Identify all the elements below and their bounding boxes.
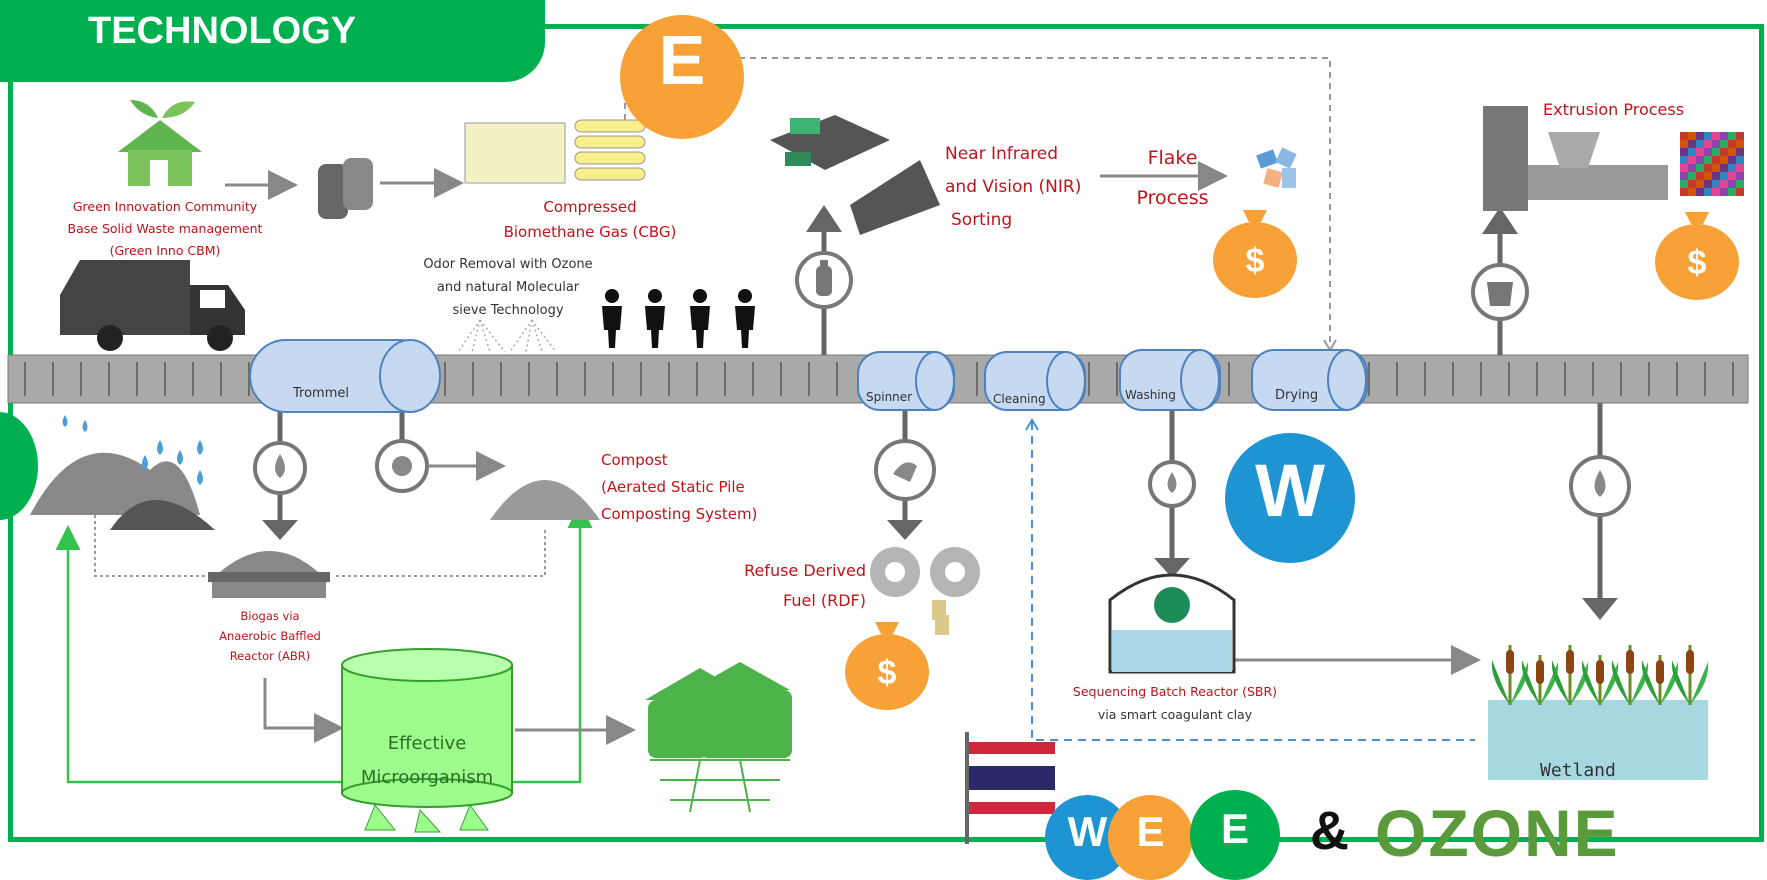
logo-ozone: OZONE: [1375, 796, 1620, 870]
barrels-icon: [318, 158, 373, 219]
droplet-circle-icon-1: [253, 441, 307, 495]
washing-drum: [1119, 349, 1221, 411]
trommel-drum: [249, 339, 441, 413]
money-bag-symbol: $: [1246, 242, 1265, 280]
money-bag-symbol: $: [1688, 244, 1707, 282]
diagram-graphics: $ $ $: [7, 57, 1749, 833]
header-title: TECHNOLOGY: [88, 10, 357, 52]
drying-drum: [1251, 349, 1368, 411]
biogas-reactor-icon: [208, 551, 330, 598]
e-badge-label: E: [658, 21, 706, 99]
extruder-machine-icon: [1483, 106, 1744, 211]
spinner-label: Spinner: [866, 390, 913, 404]
trommel-label: Trommel: [293, 386, 349, 401]
logo-e1: E: [1136, 808, 1165, 855]
compost-circle-icon: [375, 439, 429, 493]
logo-ampersand: &: [1310, 801, 1349, 861]
ozone-sprayers: [457, 319, 557, 353]
money-bag-icon-1: $: [1213, 210, 1297, 298]
drying-label: Drying: [1275, 388, 1319, 403]
spinner-drum: [857, 351, 955, 411]
blue-dashed-line: [1031, 422, 1475, 741]
garbage-truck-icon: [60, 260, 245, 351]
effective-microorganism-tank: [341, 648, 513, 833]
sbr-tank-icon: [1108, 573, 1236, 674]
e-badge: [620, 15, 744, 139]
extrusion-label: Extrusion Process: [1543, 100, 1685, 119]
money-bag-icon-2: $: [1655, 212, 1739, 300]
droplet-circle-icon-2: [1148, 460, 1196, 508]
droplet-circle-icon-3: [1569, 455, 1631, 517]
cleaning-label: Cleaning: [993, 392, 1046, 406]
sbr-label: Sequencing Batch Reactor (SBR)via smart …: [1072, 684, 1278, 722]
flake-pieces-icon: [1256, 147, 1297, 188]
money-bag-icon-3: $: [845, 622, 929, 710]
washing-label: Washing: [1125, 388, 1176, 402]
bottle-circle-icon: [795, 251, 853, 309]
nir-sorting-machine-icon: [770, 115, 940, 235]
farmers-icon: [645, 662, 792, 813]
spinner-circle-icon: [874, 439, 936, 501]
w-badge: [1225, 433, 1355, 563]
rdf-gears-icon: [870, 547, 980, 635]
thai-flag: [969, 742, 1055, 814]
logo-e2: E: [1220, 805, 1249, 852]
biomethane-tanks-icon: [464, 119, 646, 184]
wetland-label: Wetland: [1540, 760, 1616, 781]
waste-heaps-icon: [30, 415, 215, 530]
workers-icon: [602, 289, 755, 348]
header-tab: [0, 0, 545, 82]
money-bag-symbol: $: [878, 654, 897, 692]
green-house-icon: [118, 100, 202, 186]
cleaning-drum: [984, 351, 1086, 411]
compost-heap-icon: [490, 480, 600, 520]
w-badge-label: W: [1255, 449, 1325, 532]
wetland-icon: [1488, 645, 1709, 780]
flag-pole: [965, 732, 969, 844]
bag-circle-icon: [1471, 263, 1529, 321]
